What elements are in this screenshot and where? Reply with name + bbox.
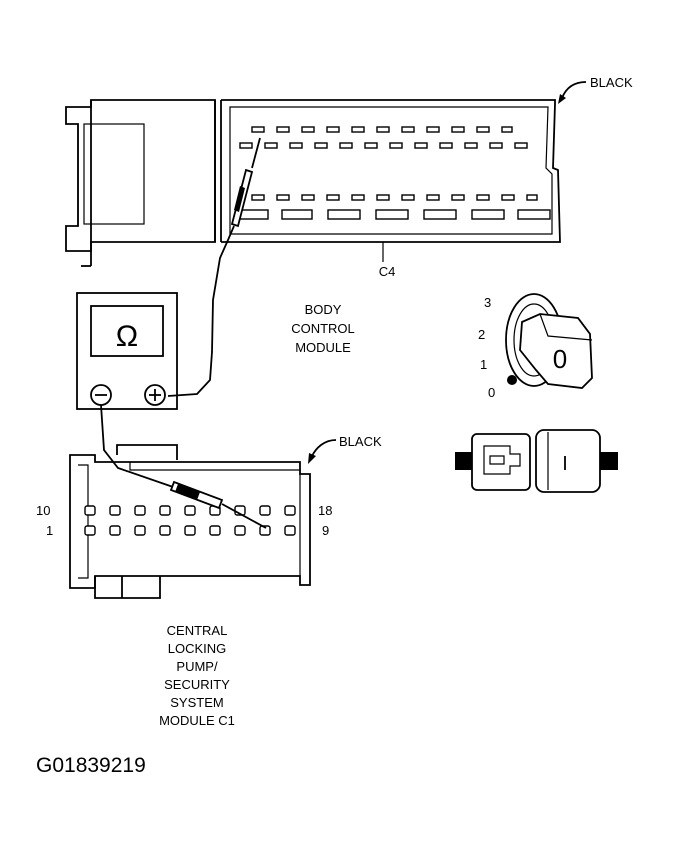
bcm-connector-id-callout: C4: [379, 242, 396, 279]
module-pin-labels: 10 1 18 9: [36, 503, 332, 538]
ignition-key-symbol: 0: [553, 344, 567, 374]
svg-text:MODULE: MODULE: [295, 340, 351, 355]
meter-negative-terminal: [90, 384, 112, 406]
svg-text:SYSTEM: SYSTEM: [170, 695, 223, 710]
ignition-position-2: 2: [478, 327, 485, 342]
connector-plug-illustration: [455, 429, 618, 493]
bcm-pin-row-4: [239, 209, 551, 220]
lower-test-probe: [100, 404, 267, 529]
meter-positive-terminal: [144, 384, 166, 406]
svg-text:BODY: BODY: [305, 302, 342, 317]
svg-text:LOCKING: LOCKING: [168, 641, 227, 656]
module-connector-color-callout: BLACK: [308, 434, 382, 464]
bcm-connector-color-callout: BLACK: [558, 75, 633, 104]
module-pin-grid: [84, 505, 296, 536]
pin-label-bottom-left: 1: [46, 523, 53, 538]
bcm-connector-id-label: C4: [379, 264, 396, 279]
module-connector-c1: [69, 444, 311, 599]
pin-label-top-right: 18: [318, 503, 332, 518]
bcm-pin-row-1: [251, 126, 513, 133]
svg-text:MODULE C1: MODULE C1: [159, 713, 235, 728]
ignition-position-1: 1: [480, 357, 487, 372]
ohm-symbol-icon: Ω: [116, 320, 138, 353]
upper-test-probe: [167, 137, 261, 397]
bcm-pin-row-2: [239, 142, 528, 149]
svg-text:PUMP/: PUMP/: [176, 659, 218, 674]
svg-text:CONTROL: CONTROL: [291, 321, 355, 336]
pin-label-bottom-right: 9: [322, 523, 329, 538]
pin-label-top-left: 10: [36, 503, 50, 518]
ignition-position-0: 0: [488, 385, 495, 400]
svg-text:CENTRAL: CENTRAL: [167, 623, 228, 638]
ignition-switch: 3 2 1 0 0: [478, 293, 593, 400]
bcm-pin-rows: [239, 126, 551, 220]
figure-code: G01839219: [36, 754, 146, 777]
bcm-connector-c4: [65, 99, 561, 267]
module-pin-row-bottom: [84, 525, 296, 536]
bcm-connector-color-label: BLACK: [590, 75, 633, 90]
module-pin-row-top: [84, 505, 296, 516]
bcm-label: BODY CONTROL MODULE: [291, 302, 355, 355]
ohmmeter: Ω: [76, 292, 178, 410]
svg-text:SECURITY: SECURITY: [164, 677, 230, 692]
ignition-position-3: 3: [484, 295, 491, 310]
module-connector-color-label: BLACK: [339, 434, 382, 449]
ignition-position-marker-icon: [507, 375, 517, 385]
module-label: CENTRAL LOCKING PUMP/ SECURITY SYSTEM MO…: [159, 623, 235, 728]
bcm-pin-row-3: [251, 194, 538, 201]
ignition-key-icon: [519, 313, 593, 389]
